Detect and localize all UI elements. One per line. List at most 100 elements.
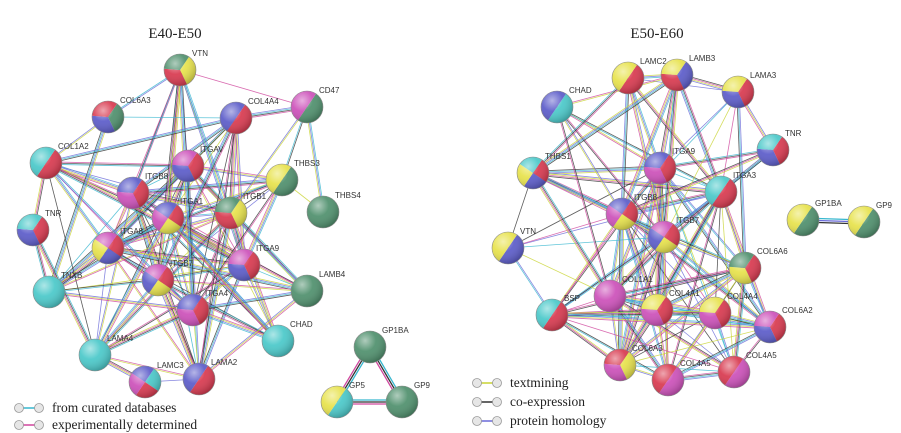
edge-itga9-tnr xyxy=(660,150,774,170)
node-col1a2[interactable]: COL1A2 xyxy=(29,142,89,180)
edge-itga3-col4a4 xyxy=(714,191,722,314)
edge-itga8-thbs3 xyxy=(107,178,282,248)
legend-swatch-curated xyxy=(14,401,44,415)
edge-thbs1-col1a1 xyxy=(534,171,612,296)
node-itgb8[interactable]: ITGB8 xyxy=(605,193,658,231)
legend-left: from curated databases experimentally de… xyxy=(14,399,197,433)
edge-itgb7-thbs1 xyxy=(533,171,665,236)
node-chad[interactable]: CHAD xyxy=(540,86,592,124)
node-lamb3[interactable]: LAMB3 xyxy=(660,54,716,92)
edge-itgb8-thbs3 xyxy=(133,181,283,196)
node-col6a3[interactable]: COL6A3 xyxy=(91,96,151,134)
edge-itgb7-lama4 xyxy=(93,278,158,355)
node-gp1ba[interactable]: GP1BA xyxy=(786,199,842,237)
node-label-vtn: VTN xyxy=(520,227,536,236)
node-label-gp5: GP5 xyxy=(349,381,366,390)
edge-itga3-col4a5b xyxy=(667,191,721,380)
edge-col6a2-col4a5b xyxy=(668,327,771,382)
edge-itgb7-lama2 xyxy=(157,280,199,380)
node-vtn[interactable]: VTN xyxy=(491,227,536,265)
edge-itga9-col6a2 xyxy=(660,167,772,327)
node-lama4[interactable]: LAMA4 xyxy=(78,334,134,372)
edge-itgb8-itgb1 xyxy=(133,192,232,213)
edge-itgb7-col4a4 xyxy=(156,117,235,280)
node-chad[interactable]: CHAD xyxy=(261,320,313,358)
edge-itga3-thbs1 xyxy=(532,174,721,195)
node-itgb1[interactable]: ITGB1 xyxy=(214,192,267,230)
edge-col4a4-bsp xyxy=(551,312,715,315)
edge-itgb8-tnr xyxy=(621,148,773,214)
edge-itga3-col4a5b xyxy=(668,192,722,381)
node-label-itgb1: ITGB1 xyxy=(243,192,267,201)
node-itgb7[interactable]: ITGB7 xyxy=(647,216,700,254)
node-itga9[interactable]: ITGA9 xyxy=(643,147,696,185)
edge-itgb8-vtn xyxy=(507,213,623,249)
node-label-lamb3: LAMB3 xyxy=(689,54,716,63)
edge-itga4-col4a4 xyxy=(192,117,237,311)
node-col4a4[interactable]: COL4A4 xyxy=(219,97,279,135)
edge-itga3-lamb3 xyxy=(677,74,722,192)
legend-swatch-textmining xyxy=(472,376,502,390)
edge-itgb8-lama4 xyxy=(94,192,133,355)
node-lamc3[interactable]: LAMC3 xyxy=(128,361,184,399)
node-col4a4[interactable]: COL4A4 xyxy=(698,292,758,330)
edge-itga8-vtn xyxy=(107,69,181,249)
node-lama3[interactable]: LAMA3 xyxy=(721,71,777,109)
node-itga1[interactable]: ITGA1 xyxy=(151,197,204,235)
edge-chad-lamb3 xyxy=(557,75,678,108)
edge-col4a4-bsp xyxy=(552,314,716,318)
node-col6a3[interactable]: COL6A3 xyxy=(603,344,663,382)
edge-itgb8-chad xyxy=(557,106,623,214)
node-gp1ba[interactable]: GP1BA xyxy=(353,326,409,364)
edge-col1a2-lama4 xyxy=(45,162,96,356)
edge-itgb8-lamc2 xyxy=(622,78,630,215)
node-lama2[interactable]: LAMA2 xyxy=(182,358,238,396)
node-thbs3[interactable]: THBS3 xyxy=(265,159,320,197)
node-itga9[interactable]: ITGA9 xyxy=(227,244,280,282)
node-label-itgb8: ITGB8 xyxy=(634,193,658,202)
node-col4a1[interactable]: COL4A1 xyxy=(640,289,700,327)
edge-itga3-col4a1 xyxy=(658,192,723,312)
node-vtn[interactable]: VTN xyxy=(163,49,208,87)
edge-itgb8-lamb3 xyxy=(622,75,678,215)
node-thbs1[interactable]: THBS1 xyxy=(516,152,571,190)
edge-itgb7-lamb4 xyxy=(158,279,308,291)
edge-itgb8-itgb1 xyxy=(133,190,232,212)
node-col4a5[interactable]: COL4A5 xyxy=(717,351,777,389)
edge-itgb7-lama2 xyxy=(158,279,200,379)
node-itgb7[interactable]: ITGB7 xyxy=(141,259,194,297)
node-lamb4[interactable]: LAMB4 xyxy=(290,270,346,308)
edge-col6a2-col6a3 xyxy=(619,326,771,366)
node-col4a5b[interactable]: COL4A5 xyxy=(651,359,711,397)
node-col6a2[interactable]: COL6A2 xyxy=(753,306,813,344)
node-itga4[interactable]: ITGA4 xyxy=(176,289,229,327)
node-gp9[interactable]: GP9 xyxy=(385,381,431,419)
node-thbs4[interactable]: THBS4 xyxy=(306,191,361,229)
node-col6a6[interactable]: COL6A6 xyxy=(728,247,788,285)
node-itga3[interactable]: ITGA3 xyxy=(704,171,757,209)
edge-itgb7-thbs3 xyxy=(157,179,283,281)
node-gp5[interactable]: GP5 xyxy=(320,381,366,419)
edge-itga9-lama3 xyxy=(659,91,739,169)
node-lamc2[interactable]: LAMC2 xyxy=(611,57,667,95)
node-tnxb[interactable]: TNXB xyxy=(32,271,82,309)
edge-thbs1-col1a1 xyxy=(533,172,611,296)
edge-itgb8-tnr xyxy=(622,150,774,216)
node-col1a1[interactable]: COL1A1 xyxy=(593,275,653,313)
edge-itga9-tnr xyxy=(659,148,773,168)
edge-col4a4-lama2 xyxy=(199,118,237,380)
node-tnr[interactable]: TNR xyxy=(756,129,802,167)
node-label-lamc3: LAMC3 xyxy=(157,361,184,370)
legend-item-homology: protein homology xyxy=(472,411,606,430)
node-bsp[interactable]: BSP xyxy=(535,294,580,332)
node-tnr[interactable]: TNR xyxy=(16,209,62,247)
node-itga8[interactable]: ITGA8 xyxy=(91,227,144,265)
legend-swatch-coexpression xyxy=(472,395,502,409)
node-itgb8[interactable]: ITGB8 xyxy=(116,172,169,210)
node-itgav[interactable]: ITGAV xyxy=(171,145,224,183)
edge-cd47-itgb1 xyxy=(230,106,307,213)
edge-itga9-chad xyxy=(556,107,660,169)
legend-item-curated: from curated databases xyxy=(14,399,197,416)
node-gp9[interactable]: GP9 xyxy=(847,201,893,239)
node-cd47[interactable]: CD47 xyxy=(290,86,340,124)
